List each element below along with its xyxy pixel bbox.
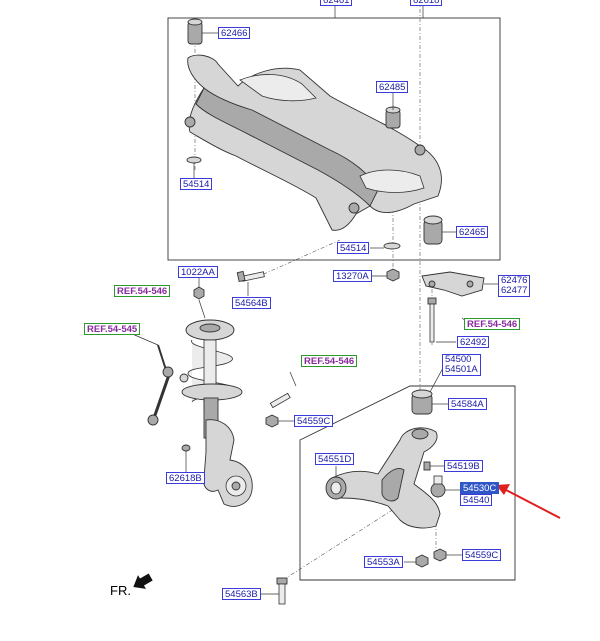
callout-62461[interactable]: 62461 [320,0,353,6]
callout-62477[interactable]: 62477 [501,285,528,296]
front-direction-label: FR. [110,583,131,598]
front-direction-arrow-icon [133,573,153,589]
callout-62466[interactable]: 62466 [218,27,251,39]
subframe-group-frame [167,17,501,261]
callout-54564B[interactable]: 54564B [232,297,271,309]
bushing-54584A [411,389,433,415]
bracket-62476 [421,271,485,297]
nut-1022AA [193,286,205,300]
ref-54-546-bracket[interactable]: REF.54-546 [464,318,521,330]
callout-13270A[interactable]: 13270A [333,270,372,282]
callout-62618B[interactable]: 62618B [166,472,205,484]
stabilizer-link [147,344,189,426]
bushing-62485 [385,106,401,129]
callout-62476-62477[interactable]: 62476 62477 [498,275,531,297]
callout-54559C-upper[interactable]: 54559C [294,415,334,427]
washer-54514-lower [383,242,401,250]
ref-54-546-strut[interactable]: REF.54-546 [114,285,171,297]
ref-54-546-knuckle[interactable]: REF.54-546 [301,355,358,367]
nut-54559C-lower [433,548,447,562]
bolt-54564B [236,270,265,283]
callout-54500-54501A[interactable]: 54500 54501A [442,354,481,376]
bushing-62465 [423,215,443,245]
bushing-62466 [187,18,203,45]
callout-54553A[interactable]: 54553A [364,556,403,568]
callout-1022AA[interactable]: 1022AA [178,266,218,278]
bolt-54519B [423,461,431,471]
lower-control-arm [325,427,441,529]
ball-joint-54530C [430,475,446,498]
pointer-arrow-icon [496,484,561,519]
callout-54519B[interactable]: 54519B [444,460,483,472]
callout-54563B[interactable]: 54563B [222,588,261,600]
bolt-54559C-upper [265,392,291,428]
callout-54540[interactable]: 54540 [460,494,493,506]
washer-54514-upper [186,156,202,164]
callout-62485[interactable]: 62485 [376,81,409,93]
front-crossmember [184,54,442,231]
callout-54501A[interactable]: 54501A [445,364,478,375]
bolt-54563B [276,577,288,605]
callout-54514-upper[interactable]: 54514 [180,178,213,190]
callout-54559C-lower[interactable]: 54559C [462,549,502,561]
callout-54500[interactable]: 54500 [445,354,472,365]
callout-62492[interactable]: 62492 [457,336,490,348]
callout-62618[interactable]: 62618 [410,0,443,6]
bolt-62492 [427,297,437,343]
callout-62476[interactable]: 62476 [501,275,528,286]
callout-54551D[interactable]: 54551D [315,453,355,465]
nut-13270A [386,268,400,282]
callout-62465[interactable]: 62465 [456,226,489,238]
ref-54-545-stabilizer[interactable]: REF.54-545 [84,323,141,335]
callout-54584A[interactable]: 54584A [448,398,487,410]
callout-54530C[interactable]: 54530C [460,482,500,494]
strut-assembly [181,319,243,439]
steering-knuckle [203,419,253,507]
lower-arm-group-frame [299,385,516,581]
nut-54553A [415,554,429,568]
callout-54514-lower[interactable]: 54514 [337,242,370,254]
